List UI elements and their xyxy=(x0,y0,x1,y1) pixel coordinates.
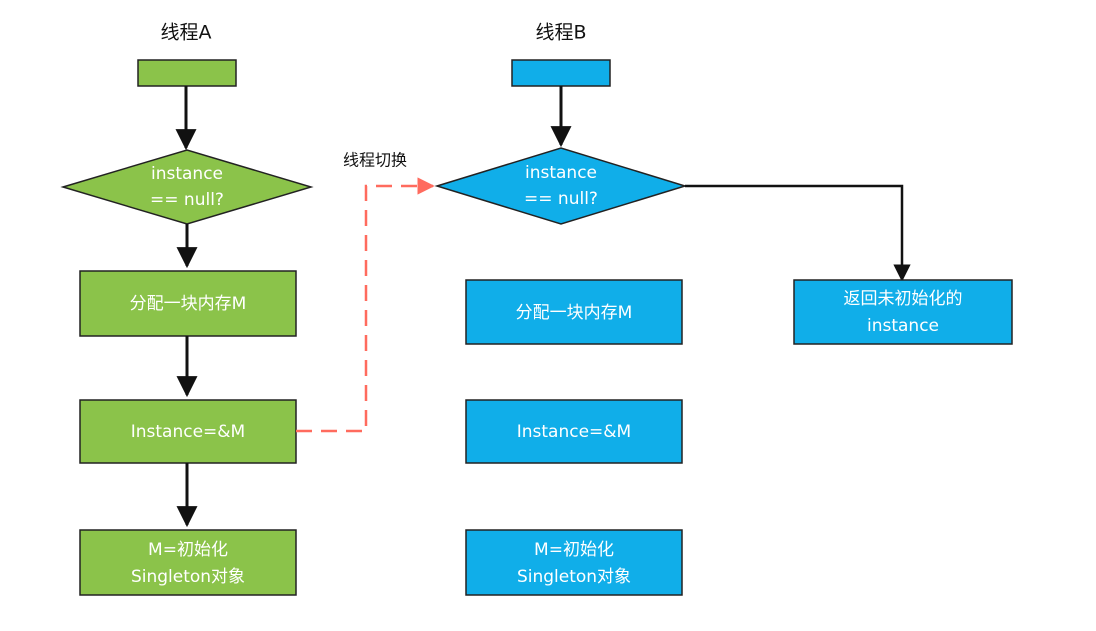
thread-b-condition xyxy=(434,147,688,225)
thread-a-title: 线程A xyxy=(161,22,212,44)
thread-b-assign-text: Instance=&M xyxy=(517,422,631,442)
thread-a-assign-box xyxy=(79,399,297,464)
thread-a-start xyxy=(137,59,237,87)
thread-b-return-line1: 返回未初始化的 xyxy=(844,289,963,309)
thread-a-condition xyxy=(60,149,314,225)
thread-a-allocate-text: 分配一块内存M xyxy=(130,294,247,314)
thread-b-assign-box xyxy=(465,399,683,464)
thread-a-condition-line2: == null? xyxy=(150,190,224,210)
thread-a-allocate-box xyxy=(79,270,297,337)
thread-b-return-box xyxy=(793,279,1013,345)
thread-b-init-line1: M=初始化 xyxy=(534,540,614,560)
thread-switch-arrow xyxy=(296,177,435,433)
thread-b-title: 线程B xyxy=(535,22,586,44)
thread-a-assign-text: Instance=&M xyxy=(131,422,245,442)
thread-switch-label: 线程切换 xyxy=(343,151,407,170)
thread-a-init-line2: Singleton对象 xyxy=(131,567,245,587)
thread-b-init-box xyxy=(465,529,683,596)
thread-b-init-line2: Singleton对象 xyxy=(517,567,631,587)
thread-b-start xyxy=(511,59,611,87)
thread-b-condition-line1: instance xyxy=(525,163,597,183)
thread-a-condition-line1: instance xyxy=(151,164,223,184)
thread-a-init-box xyxy=(79,529,297,596)
thread-b-return-line2: instance xyxy=(867,316,939,336)
thread-b-condition-line2: == null? xyxy=(524,189,598,209)
thread-b-allocate-text: 分配一块内存M xyxy=(516,303,633,323)
thread-a-init-line1: M=初始化 xyxy=(148,540,228,560)
thread-b-allocate-box xyxy=(465,279,683,345)
arrow-b-condition-to-return xyxy=(685,184,911,282)
